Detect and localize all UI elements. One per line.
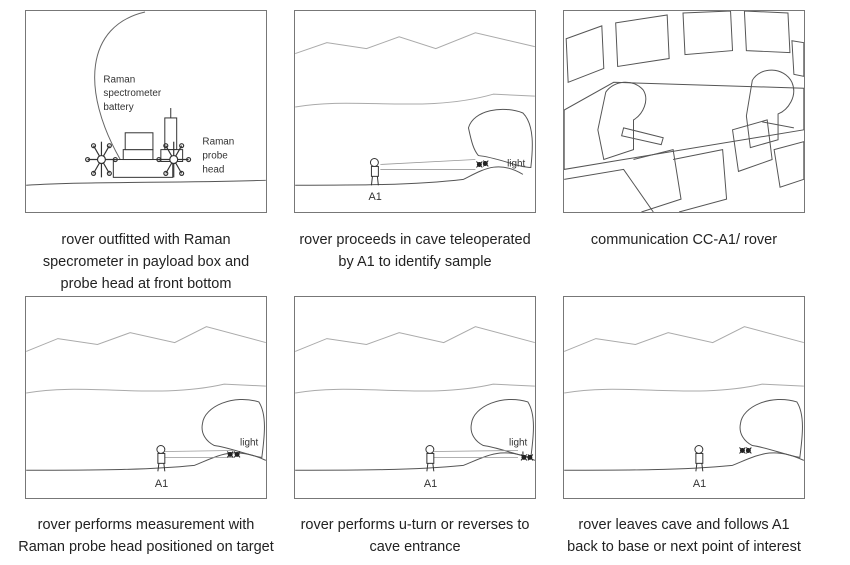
panel-rover-outfitted: Raman spectrometer battery Raman probe h… bbox=[25, 10, 267, 213]
panel-rover-leaves: A1 bbox=[563, 296, 805, 499]
cave-scene-3: A1 light bbox=[295, 326, 535, 490]
label-a1: A1 bbox=[424, 478, 437, 490]
cave-scene-1: A1 light bbox=[295, 32, 535, 203]
label-light: light bbox=[240, 438, 258, 449]
rover-body bbox=[112, 108, 184, 178]
caption-panel-6: rover leaves cave and follows A1 back to… bbox=[567, 517, 801, 555]
rover-wheel-left bbox=[85, 141, 118, 178]
caption-panel-3: communication CC-A1/ rover bbox=[590, 232, 778, 248]
rover-marker bbox=[739, 447, 752, 454]
cave-scene-2: A1 light bbox=[26, 326, 266, 490]
label-a1: A1 bbox=[155, 478, 168, 490]
panel-rover-uturn: A1 light bbox=[294, 296, 536, 499]
rover-wheel-right bbox=[156, 141, 192, 178]
panel-rover-proceeds: A1 light bbox=[294, 10, 536, 213]
rover-marker bbox=[226, 451, 241, 458]
caption-panel-4: rover performs measurement with Raman pr… bbox=[18, 517, 274, 555]
cave-scene-4: A1 bbox=[564, 326, 804, 490]
panel-rover-measurement: A1 light bbox=[25, 296, 267, 499]
astronaut-a1 bbox=[156, 445, 166, 472]
caption-panel-5: rover performs u-turn or reverses to cav… bbox=[300, 517, 530, 555]
rover-marker bbox=[476, 160, 489, 168]
label-a1: A1 bbox=[368, 191, 381, 203]
rover-outfitted-illustration: Raman spectrometer battery Raman probe h… bbox=[26, 11, 266, 186]
label-raman-probe-head: Raman probe head bbox=[202, 137, 237, 176]
label-raman-battery: Raman spectrometer battery bbox=[103, 74, 163, 113]
astronaut-a1 bbox=[369, 158, 379, 186]
astronaut-a1 bbox=[694, 445, 704, 472]
panel-communication bbox=[563, 10, 805, 213]
label-a1: A1 bbox=[693, 478, 706, 490]
rover-marker bbox=[520, 451, 534, 461]
label-light: light bbox=[507, 158, 525, 169]
label-light: light bbox=[509, 438, 527, 449]
astronaut-a1 bbox=[425, 445, 435, 472]
caption-panel-1: rover outfitted with Raman specrometer i… bbox=[42, 232, 250, 292]
control-room-illustration bbox=[564, 11, 804, 212]
caption-panel-2: rover proceeds in cave teleoperated by A… bbox=[299, 232, 531, 270]
